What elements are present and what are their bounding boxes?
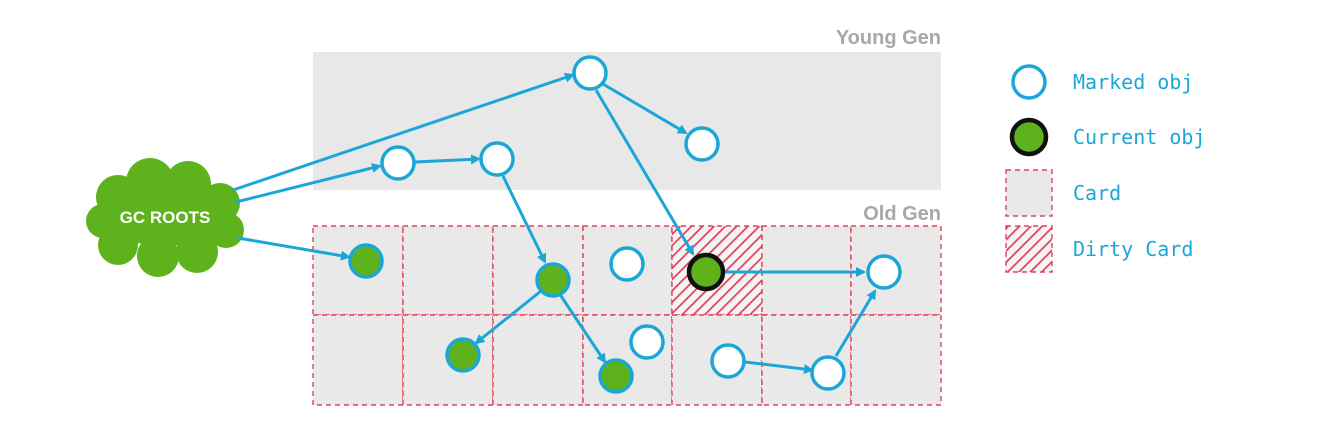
- legend-item-marked: Marked obj: [1011, 64, 1193, 100]
- card: [492, 314, 584, 406]
- card: [850, 314, 942, 406]
- marked-object: [380, 145, 416, 181]
- legend-label-current: Current obj: [1073, 125, 1205, 149]
- old-gen-card-grid: [312, 225, 942, 406]
- dirty-card-swatch: [1005, 225, 1053, 273]
- arrow-roots-to-old: [237, 236, 351, 261]
- green-object: [348, 243, 384, 279]
- card-swatch: [1005, 169, 1053, 217]
- marked-object: [710, 343, 746, 379]
- card: [312, 314, 404, 406]
- arrow-young-mid-to-old: [501, 175, 547, 264]
- marked-object: [684, 126, 720, 162]
- arrow-old-to-lower-mid: [557, 292, 607, 364]
- card: [402, 225, 494, 316]
- card: [582, 314, 673, 406]
- arrow-lower-to-upper-right: [834, 289, 877, 357]
- young-gen-label: Young Gen: [836, 27, 941, 49]
- gc-roots-cloud: GC ROOTS: [86, 158, 244, 277]
- reference-arrows: [232, 72, 877, 375]
- marked-object: [810, 355, 846, 391]
- arrow-young-left-to-mid: [414, 154, 481, 165]
- gc-roots-label: GC ROOTS: [120, 208, 211, 227]
- objects: [348, 55, 902, 394]
- old-gen-label: Old Gen: [863, 203, 941, 225]
- green-object: [598, 358, 634, 394]
- legend-item-dirty: Dirty Card: [1005, 225, 1193, 273]
- legend-item-card: Card: [1005, 169, 1121, 217]
- arrow-lower-right-chain: [744, 360, 814, 375]
- current-obj-swatch: [1009, 117, 1049, 157]
- arrow-young-top-to-current: [594, 89, 695, 256]
- green-object: [445, 337, 481, 373]
- marked-object: [479, 141, 515, 177]
- marked-obj-swatch: [1011, 64, 1047, 100]
- marked-object: [629, 324, 665, 360]
- current-object: [686, 252, 726, 292]
- legend: Marked obj Current obj Card Dirty Card: [1005, 64, 1205, 273]
- arrow-old-to-lower-left: [474, 289, 542, 345]
- legend-label-dirty: Dirty Card: [1073, 237, 1193, 261]
- legend-label-marked: Marked obj: [1073, 70, 1193, 94]
- arrow-roots-to-young-left: [235, 163, 382, 204]
- legend-label-card: Card: [1073, 181, 1121, 205]
- marked-object: [866, 254, 902, 290]
- card: [492, 225, 584, 316]
- legend-item-current: Current obj: [1009, 117, 1205, 157]
- marked-object: [572, 55, 608, 91]
- young-gen-region: [313, 52, 941, 190]
- arrow-young-top-to-right: [602, 82, 688, 135]
- marked-object: [609, 246, 645, 282]
- green-object: [535, 262, 571, 298]
- arrow-roots-to-young-top: [232, 72, 575, 192]
